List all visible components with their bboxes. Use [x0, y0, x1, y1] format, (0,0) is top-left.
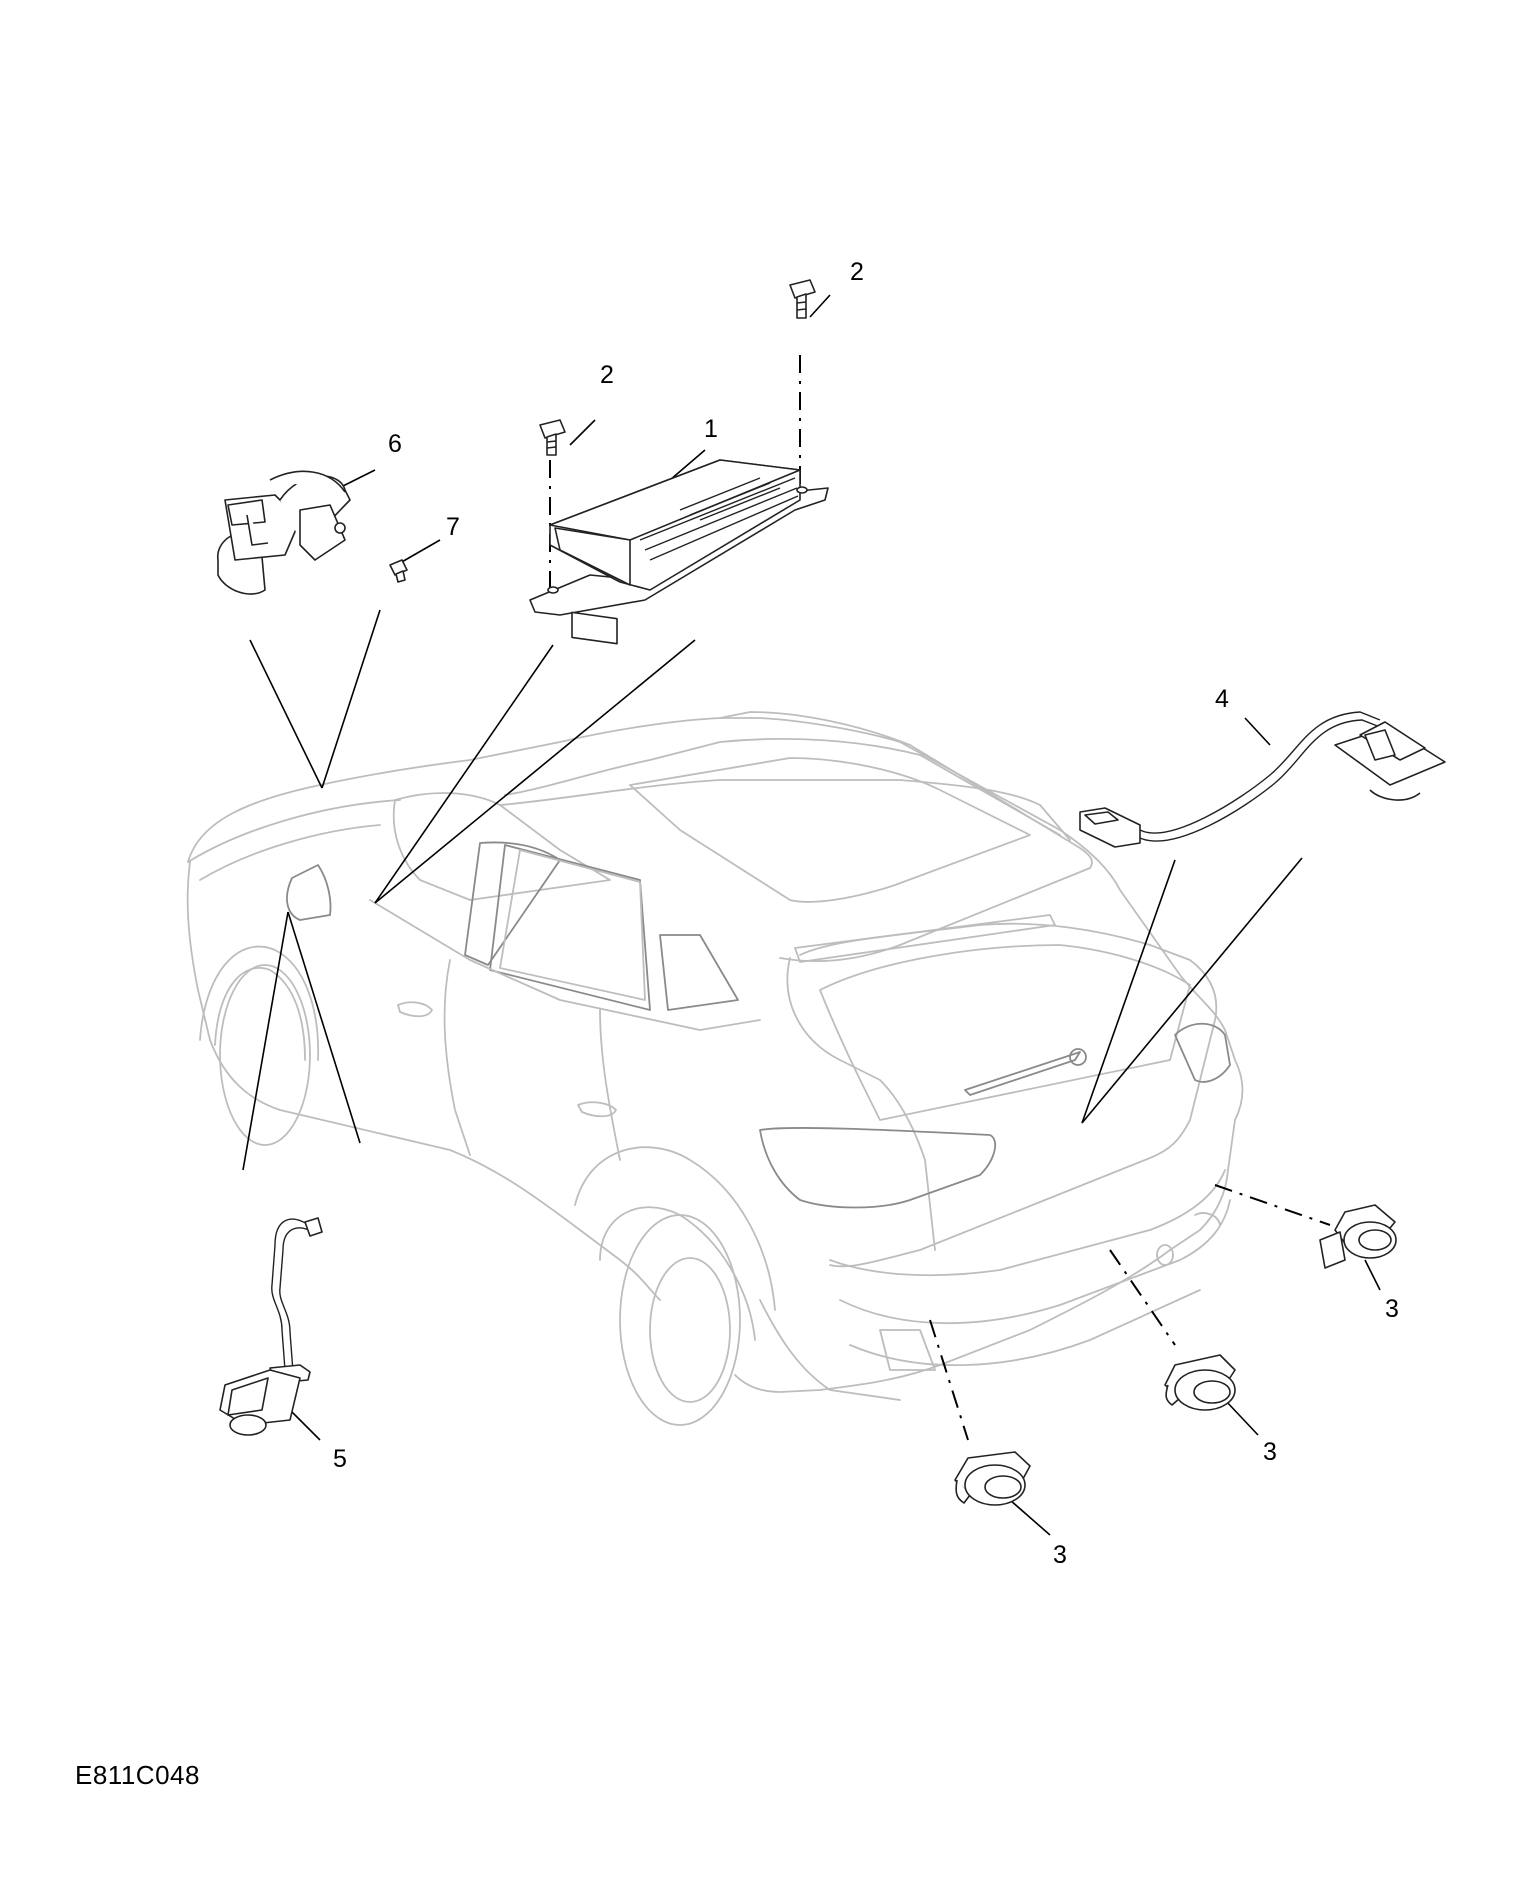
callout-7: 7	[446, 513, 460, 541]
callout-6: 6	[388, 430, 402, 458]
parking-sensor-part-3-left	[954, 1451, 1031, 1506]
sensor-part-6	[217, 470, 351, 595]
vehicle-outline	[186, 711, 1244, 1426]
leader-lines	[242, 294, 1381, 1536]
callout-4: 4	[1215, 685, 1229, 713]
side-camera-part-5	[219, 1217, 323, 1436]
callout-3-left: 3	[1053, 1541, 1067, 1569]
parking-sensor-part-3-middle	[1164, 1354, 1236, 1411]
figure-code: E811C048	[75, 1760, 200, 1790]
parking-sensor-part-3-right	[1319, 1204, 1397, 1269]
installation-lines	[549, 355, 1331, 1441]
rear-camera-part-4	[1079, 711, 1446, 848]
bolt-part-2-left	[539, 419, 566, 456]
callout-numbers: 1 2 2 6 7 4 5 3 3 3	[333, 258, 1399, 1569]
callout-2-left: 2	[600, 361, 614, 389]
callout-3-right: 3	[1385, 1295, 1399, 1323]
control-module-part-1	[529, 459, 829, 645]
screw-part-7	[389, 559, 408, 583]
callout-5: 5	[333, 1445, 347, 1473]
callout-3-middle: 3	[1263, 1438, 1277, 1466]
bolt-part-2-right	[789, 279, 816, 319]
callout-2-right: 2	[850, 258, 864, 286]
callout-1: 1	[704, 415, 718, 443]
